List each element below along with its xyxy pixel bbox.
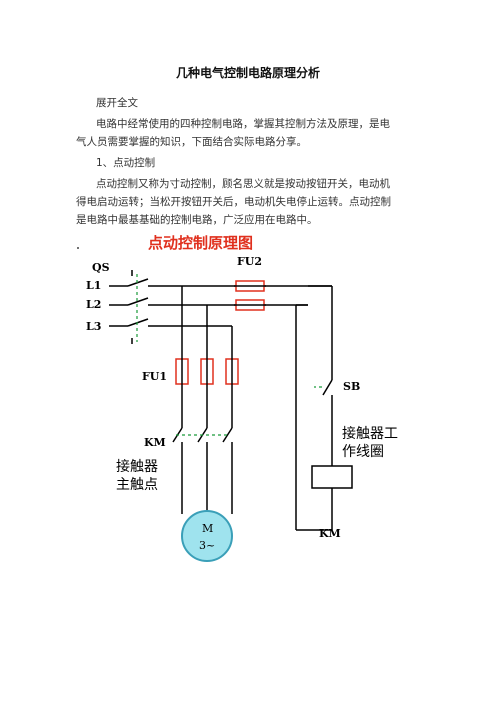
- supply-lines: [109, 278, 333, 531]
- label-qs: QS: [92, 261, 110, 274]
- label-km-coil: KM: [319, 527, 341, 540]
- stray-dot: [77, 247, 79, 249]
- fu1-wire-pass: [181, 357, 233, 386]
- label-km-main: KM: [144, 436, 166, 449]
- label-l3: L3: [86, 320, 101, 333]
- label-main-contact-2: 主触点: [116, 477, 158, 493]
- km-coil: [311, 465, 353, 489]
- label-main-contact-1: 接触器: [116, 458, 158, 475]
- section-heading: 1、点动控制: [96, 157, 156, 169]
- paragraph-line-3: 是电路中最基基础的控制电路，广泛应用在电路中。: [76, 214, 318, 226]
- paragraph-line-1: 点动控制又称为寸动控制，顾名思义就是按动按钮开关，电动机: [96, 178, 390, 190]
- label-l1: L1: [86, 279, 101, 292]
- label-fu2: FU2: [237, 255, 262, 268]
- motor-label-m: M: [202, 522, 213, 535]
- document-title: 几种电气控制电路原理分析: [175, 66, 320, 80]
- motor-label-phase: 3~: [199, 539, 215, 552]
- intro-line-2: 气人员需要掌握的知识，下面结合实际电路分享。: [76, 136, 307, 148]
- intro-line-1: 电路中经常使用的四种控制电路，掌握其控制方法及原理，是电: [96, 118, 390, 130]
- fu2-wire-pass: [234, 285, 266, 306]
- label-coil-2: 作线圈: [342, 444, 384, 460]
- label-coil-1: 接触器工: [342, 425, 398, 442]
- paragraph-line-2: 得电启动运转；当松开按钮开关后，电动机失电停止运转。点动控制: [76, 196, 391, 208]
- diagram-title: 点动控制原理图: [148, 234, 253, 252]
- dashed-linkages: [136, 274, 322, 436]
- expand-full-text-link[interactable]: 展开全文: [96, 97, 138, 109]
- label-sb: SB: [343, 380, 360, 393]
- label-l2: L2: [86, 298, 101, 311]
- motor-symbol: M 3~: [181, 510, 233, 562]
- label-fu1: FU1: [142, 370, 167, 383]
- jog-control-circuit-diagram: 点动控制原理图 QS L1 L2 L3 FU2 FU1 SB KM 接触器 主触…: [77, 234, 398, 562]
